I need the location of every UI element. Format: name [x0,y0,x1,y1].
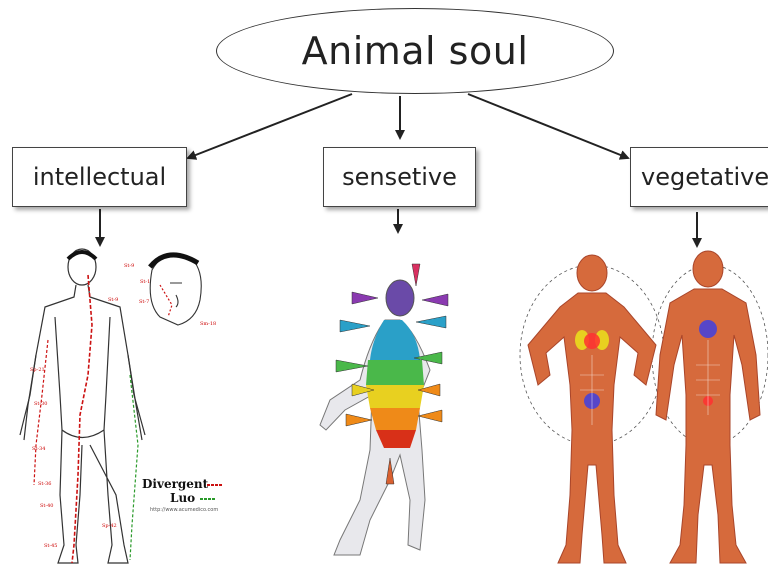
svg-text:St-9: St-9 [108,297,118,303]
root-node-animal-soul: Animal soul [216,8,614,94]
arrow-root-to-vegetative [468,94,628,158]
svg-text:St-7: St-7 [139,299,149,305]
svg-text:Sm-18: Sm-18 [200,321,216,327]
svg-text:Sp-42: Sp-42 [102,523,117,529]
category-box-sensetive: sensetive [323,147,476,207]
category-box-vegetative: vegetative [630,147,768,207]
illustration-url: http://www.acumedico.com [150,507,218,513]
category-label-sensetive: sensetive [342,163,457,191]
svg-text:Sp-21: Sp-21 [30,367,45,373]
svg-text:St-1: St-1 [140,279,150,285]
legend-luo: Luo [170,491,195,505]
category-label-intellectual: intellectual [33,163,166,191]
svg-text:St-40: St-40 [40,503,54,509]
legend-divergent: Divergent [142,477,209,491]
category-box-intellectual: intellectual [12,147,187,207]
svg-text:St-9: St-9 [124,263,134,269]
category-label-vegetative: vegetative [641,163,768,191]
svg-text:St-45: St-45 [44,543,58,549]
svg-text:St-34: St-34 [32,446,46,452]
root-node-label: Animal soul [302,29,529,73]
intellectual-meridian-illustration: St-9 St-1 St-7 Sm-18 St-9 Sp-21 St-30 St… [0,245,230,570]
svg-text:St-36: St-36 [38,481,52,487]
vegetative-anatomy-illustration [510,245,768,570]
svg-text:St-30: St-30 [34,401,48,407]
sensetive-chakra-illustration [300,250,480,565]
